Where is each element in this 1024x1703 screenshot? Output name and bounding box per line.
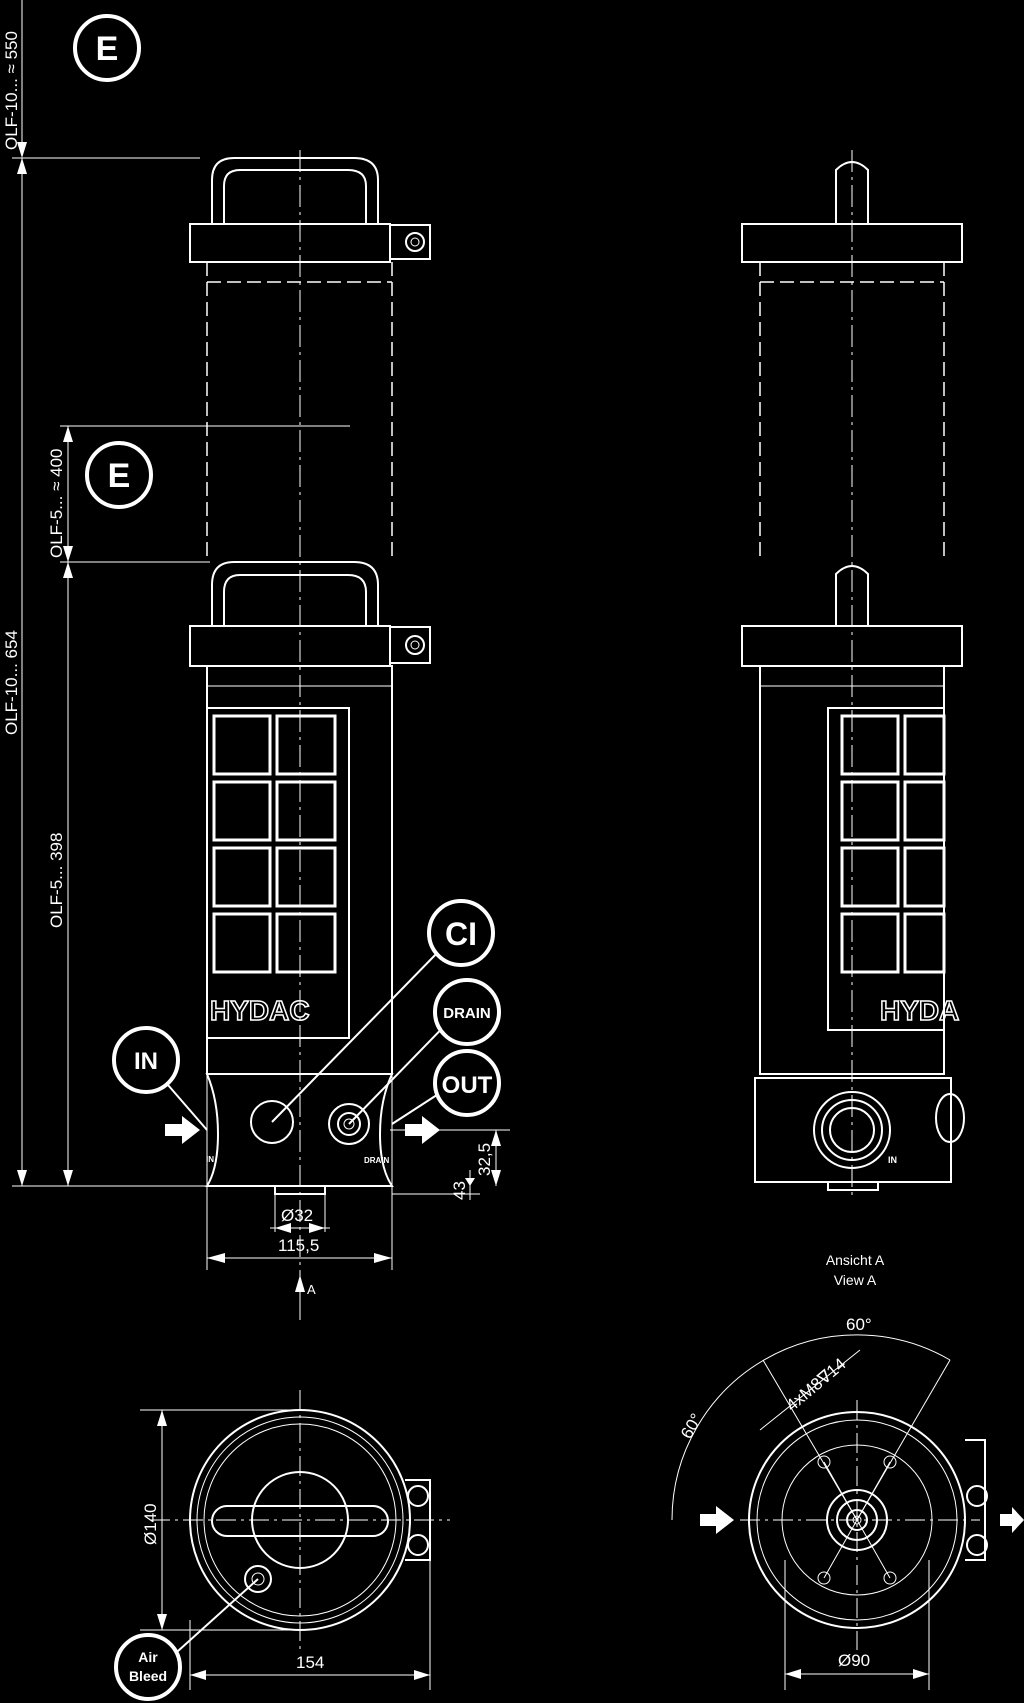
side-sight-panel	[827, 707, 945, 1031]
callout-e-top: E	[73, 14, 141, 82]
svg-text:DRAIN: DRAIN	[443, 1005, 491, 1022]
thread-dim: 4xM8∇14	[782, 1354, 849, 1415]
olf10-height-dim: OLF-10... 654	[2, 630, 21, 735]
bolt-hole	[883, 1571, 897, 1585]
drain-port	[328, 1103, 370, 1145]
bolt-hole	[817, 1571, 831, 1585]
svg-text:E: E	[96, 30, 119, 68]
olf10-extraction-dim: OLF-10... ≈ 550	[2, 31, 21, 150]
svg-text:IN: IN	[134, 1048, 158, 1075]
base-dimensions: Ø32 115,5 32,5 43	[206, 1129, 510, 1270]
lower-handle	[211, 561, 379, 626]
lower-hinge	[389, 626, 431, 664]
view-a-right-arrow	[1000, 1507, 1024, 1533]
view-a: 60° 60° 4xM8∇14 Ø90	[671, 1315, 1024, 1690]
side-drain-plug	[935, 1093, 965, 1143]
svg-text:Bleed: Bleed	[129, 1668, 167, 1684]
w154-dim: 154	[296, 1653, 324, 1672]
svg-text:Air: Air	[138, 1649, 158, 1665]
height-dimensions: OLF-10... 654 OLF-10... ≈ 550 OLF-5... ≈…	[2, 0, 350, 1187]
d140-dim: Ø140	[141, 1503, 160, 1545]
view-title-de: Ansicht A	[826, 1252, 885, 1268]
inflow-arrow	[165, 1116, 200, 1144]
lower-cover	[189, 625, 391, 667]
sight-window-grid	[212, 714, 337, 974]
sight-panel	[206, 707, 350, 1039]
callout-drain: DRAIN	[433, 978, 501, 1046]
olf5-extraction-dim: OLF-5... ≈ 400	[47, 449, 66, 559]
h43-dim: 43	[450, 1181, 469, 1200]
callout-ci: CI	[427, 899, 495, 967]
upper-cover	[189, 223, 391, 263]
callout-in: IN	[112, 1026, 180, 1094]
ci-port	[250, 1100, 294, 1144]
upper-hinge	[389, 224, 431, 260]
svg-text:E: E	[108, 457, 131, 495]
angle-top-dim: 60°	[846, 1315, 872, 1334]
view-marker: A	[307, 1282, 316, 1297]
svg-text:CI: CI	[445, 916, 477, 952]
olf5-height-dim: OLF-5... 398	[47, 833, 66, 928]
bolt-hole	[883, 1455, 897, 1469]
view-a-inflow-arrow	[700, 1506, 734, 1534]
upper-hinge-pin	[405, 232, 425, 252]
d32-dim: Ø32	[281, 1206, 313, 1225]
port-in-label: IN	[206, 1155, 214, 1164]
callout-air-bleed: Air Bleed	[114, 1633, 182, 1701]
h32-dim: 32,5	[475, 1143, 494, 1176]
side-port-in-label: IN	[888, 1155, 897, 1165]
angle-left-dim: 60°	[677, 1410, 706, 1442]
svg-text:OUT: OUT	[442, 1072, 493, 1099]
brand-label-side: HYDA	[880, 995, 959, 1026]
d90-dim: Ø90	[838, 1651, 870, 1670]
brand-label: HYDAC	[210, 995, 310, 1026]
lower-side-knob	[835, 565, 869, 626]
side-view: HYDA IN Ansicht A View A	[741, 150, 965, 1288]
lower-hinge-pin	[405, 635, 425, 655]
bolt-hole	[817, 1455, 831, 1469]
angle-arc	[671, 1334, 951, 1521]
port-drain-label: DRAIN	[364, 1156, 390, 1165]
air-bleed-port	[244, 1565, 272, 1593]
side-base-block	[754, 1077, 952, 1183]
w115-dim: 115,5	[278, 1236, 319, 1255]
upper-handle	[211, 157, 379, 225]
callout-out: OUT	[433, 1049, 501, 1117]
view-title-en: View A	[834, 1272, 877, 1288]
top-view: Ø140 154	[140, 1390, 450, 1690]
side-window-grid	[840, 714, 946, 974]
front-view: HYDAC IN DRAIN A	[165, 150, 461, 1320]
callout-e-mid: E	[85, 441, 153, 509]
